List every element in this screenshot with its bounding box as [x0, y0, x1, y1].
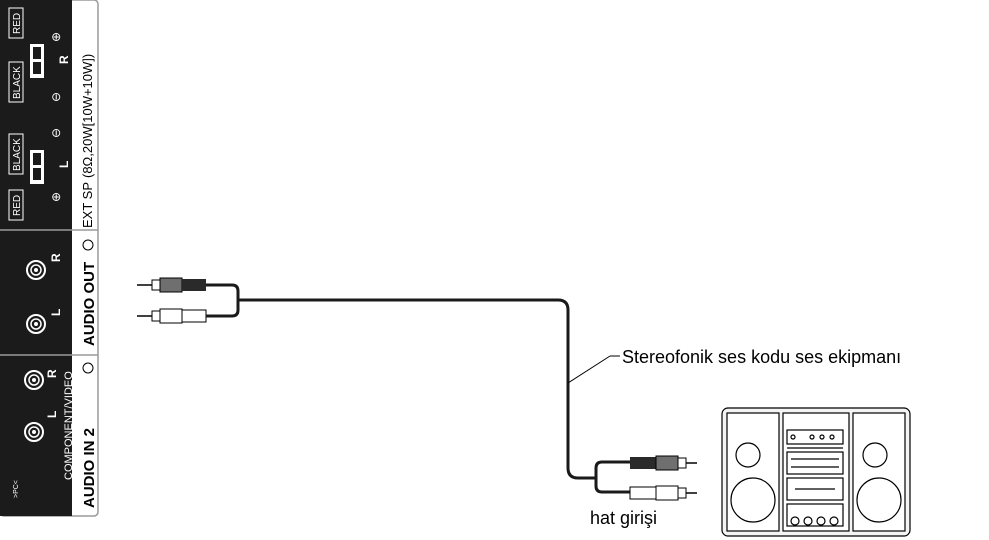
rear-terminal-panel: EXT SP (8Ω,20W[10W+10W]) RED BLACK BLACK… — [0, 0, 99, 517]
left-rca-plug-top — [137, 277, 206, 293]
component-video-text: COMPONENT/VIDEO — [63, 371, 75, 480]
speaker-terminals: RED BLACK BLACK RED ⊕ ⊖ ⊖ ⊕ L R — [8, 7, 71, 221]
cable-right-split — [594, 460, 630, 494]
audio-out-l-label: L — [49, 309, 63, 316]
right-rca-plug-top — [630, 455, 697, 471]
audio-out-l-jack — [26, 314, 46, 334]
terminal-tag: BLACK — [12, 66, 23, 99]
terminal-tag: RED — [12, 13, 23, 34]
channel-l-label: L — [57, 161, 71, 168]
cable-label: Stereofonik ses kodu ses ekipmanı — [622, 347, 901, 367]
output-icon — [82, 239, 94, 251]
terminal-tag: BLACK — [12, 138, 23, 171]
audio-out-r-label: R — [49, 253, 63, 262]
channel-r-label: R — [57, 55, 71, 64]
audio-in-r-jack — [24, 370, 44, 390]
plus-sign: ⊕ — [49, 192, 63, 202]
input-icon — [82, 362, 94, 374]
audio-in-label: AUDIO IN 2 — [81, 428, 98, 508]
audio-in-l-label: L — [45, 411, 59, 418]
right-rca-plug-bottom — [629, 485, 697, 501]
audio-in-r-label: R — [45, 369, 59, 378]
cable-label-leader — [567, 355, 611, 384]
ext-sp-label: EXT SP (8Ω,20W[10W+10W]) — [80, 54, 95, 228]
stereo-cable — [238, 298, 596, 480]
audio-in-l-jack — [24, 422, 44, 442]
audio-in-text: AUDIO IN 2 — [81, 428, 98, 508]
cable-left-split — [206, 283, 240, 318]
line-in-label: hat girişi — [590, 508, 657, 528]
minus-sign: ⊖ — [49, 128, 63, 138]
audio-out-r-jack — [26, 260, 46, 280]
pc-label: >PC< — [13, 480, 20, 498]
minus-sign: ⊖ — [49, 92, 63, 102]
audio-out-text: AUDIO OUT — [81, 262, 98, 346]
ext-sp-spec-text: (8Ω,20W[10W+10W]) — [80, 54, 95, 178]
component-video-label: COMPONENT/VIDEO — [63, 371, 75, 480]
left-rca-plug-bottom — [137, 308, 207, 324]
stereo-system-icon — [721, 407, 911, 537]
panel-dark-strip — [0, 0, 72, 516]
plus-sign: ⊕ — [49, 32, 63, 42]
ext-sp-label-text: EXT SP — [80, 182, 95, 228]
terminal-tag: RED — [12, 195, 23, 216]
audio-out-label: AUDIO OUT — [81, 262, 98, 346]
